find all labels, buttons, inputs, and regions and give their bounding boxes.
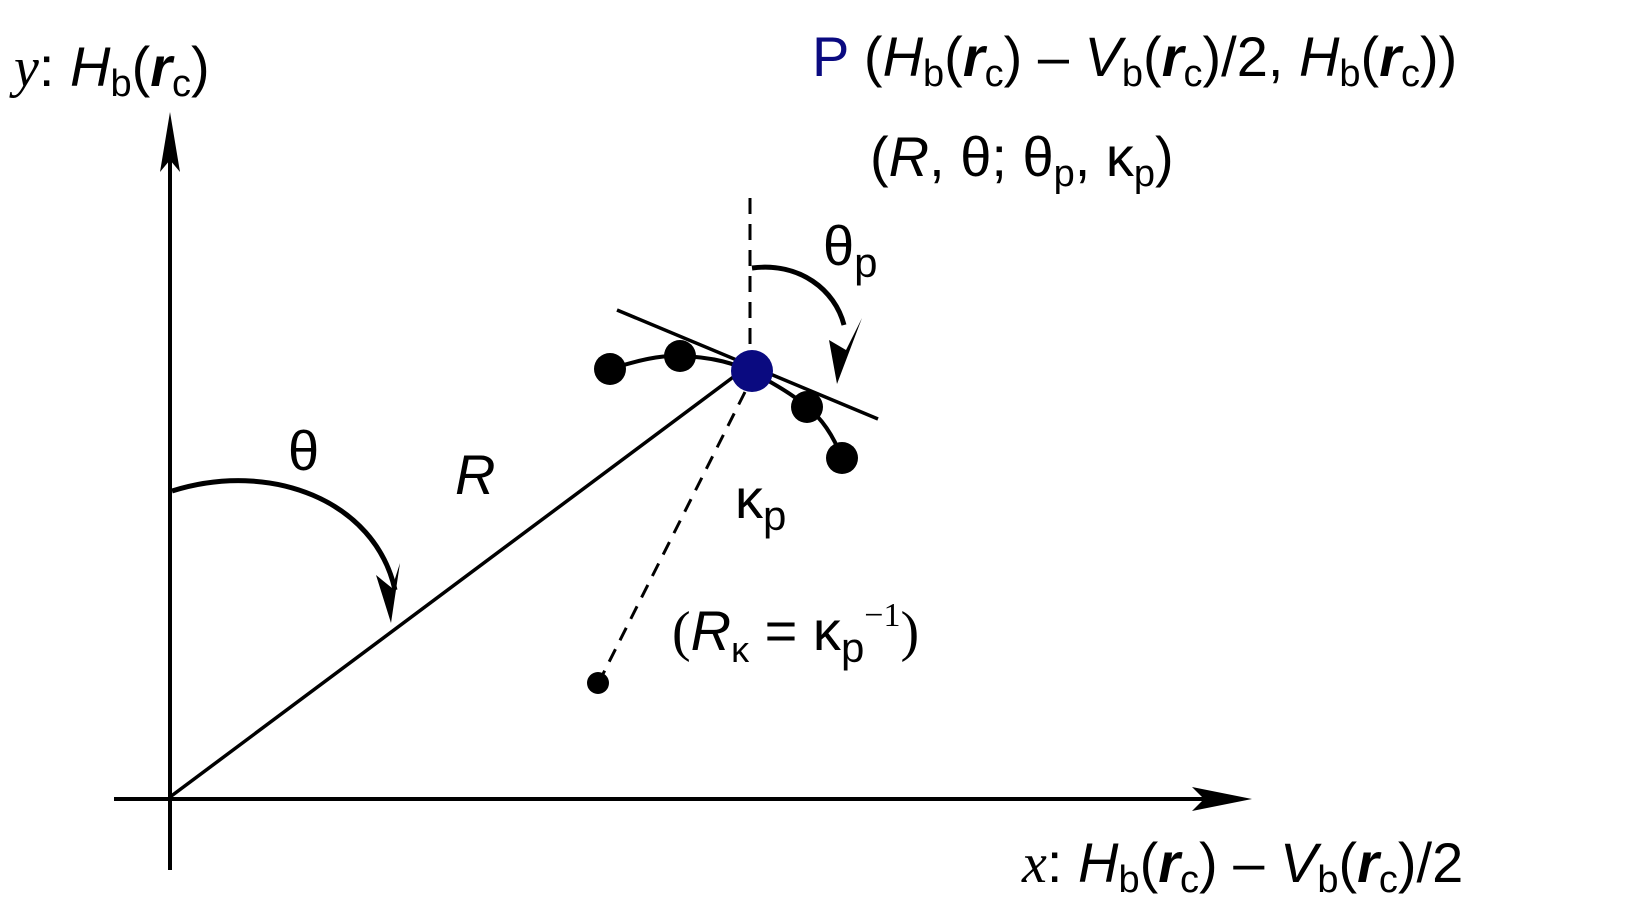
point-P xyxy=(731,350,773,392)
curvature-radius-label: (Rκ = κp−1) xyxy=(672,597,919,671)
y-axis-arrowhead xyxy=(160,112,180,172)
theta-label: θ xyxy=(288,419,319,482)
curvature-center-point xyxy=(587,672,609,694)
R-label: R xyxy=(455,443,495,506)
curvature-radius-line xyxy=(600,391,747,677)
sample-point-2 xyxy=(664,340,696,372)
theta-p-arc xyxy=(751,264,847,326)
x-axis-label: x: Hb(rc) – Vb(rc)/2 xyxy=(1021,831,1463,901)
theta-p-label: θp xyxy=(823,214,878,286)
theta-arc xyxy=(171,478,398,591)
y-axis-label: y: Hb(rc) xyxy=(9,35,210,105)
theta-p-arrowhead xyxy=(829,318,862,384)
kappa-p-label: κp xyxy=(735,467,786,539)
theta-arrowhead xyxy=(376,563,400,623)
point-P-coordinates-label: P (Hb(rc) – Vb(rc)/2, Hb(rc)) xyxy=(812,25,1457,95)
point-P-polar-label: (R, θ; θp, κp) xyxy=(870,125,1174,195)
sample-point-3 xyxy=(791,391,823,423)
sample-point-4 xyxy=(826,442,858,474)
radius-line xyxy=(168,370,742,799)
sample-point-1 xyxy=(594,353,626,385)
x-axis-arrowhead xyxy=(1192,787,1252,811)
